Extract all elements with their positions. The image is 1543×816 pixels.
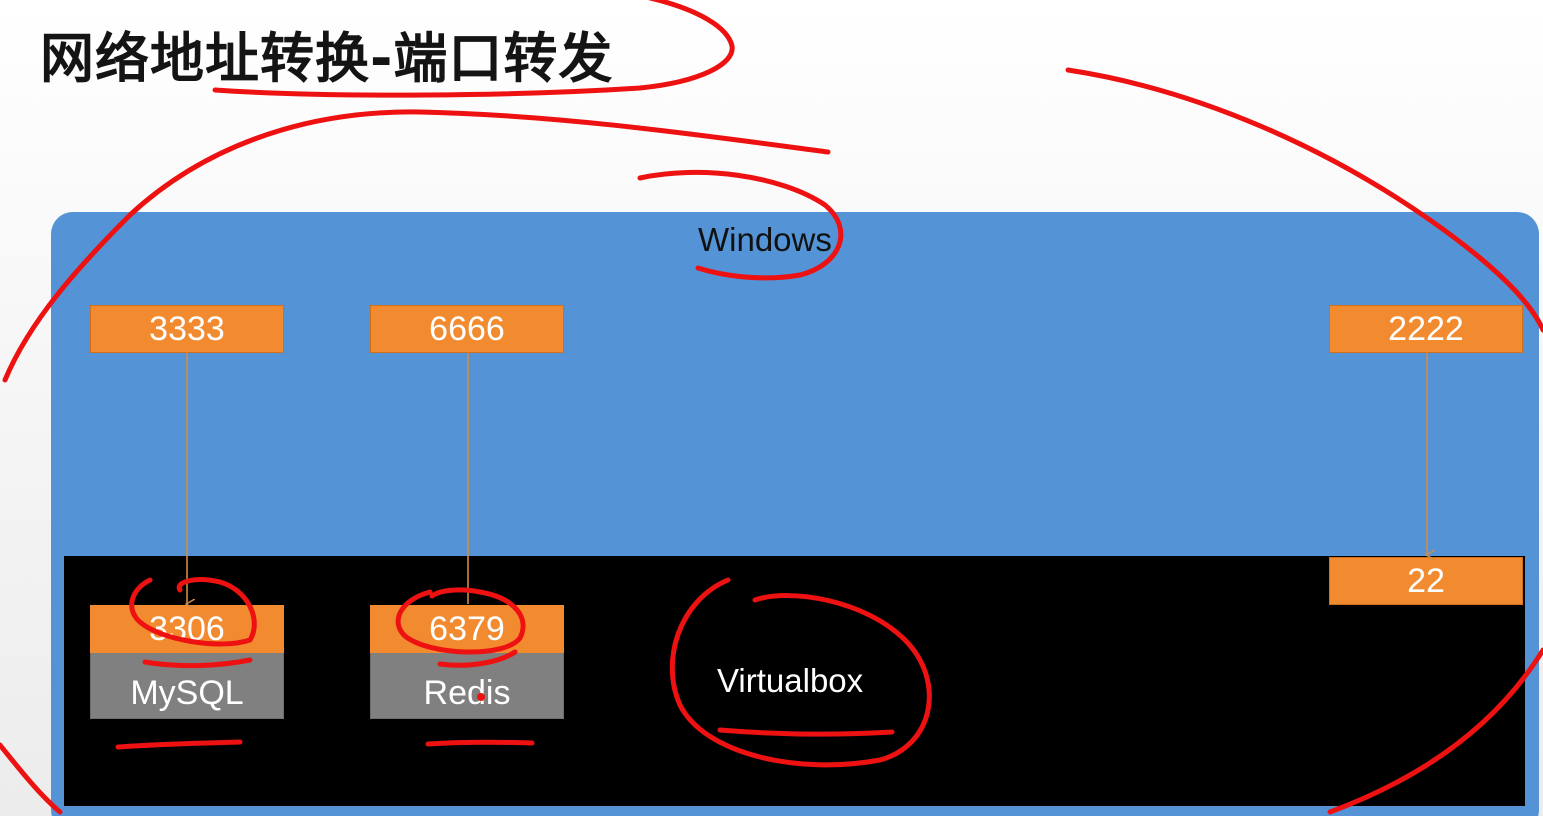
host-port-redis: 6666 bbox=[370, 305, 564, 353]
mysql-label: MySQL bbox=[130, 674, 244, 712]
redis-service-box: 6379 Redis bbox=[370, 605, 564, 719]
host-port-mysql: 3333 bbox=[90, 305, 284, 353]
windows-label: Windows bbox=[698, 221, 832, 258]
host-port-ssh: 2222 bbox=[1329, 305, 1523, 353]
guest-port-mysql: 3306 bbox=[90, 605, 284, 653]
redis-label: Redis bbox=[423, 674, 511, 712]
guest-port-redis: 6379 bbox=[370, 605, 564, 653]
page-title: 网络地址转换-端口转发 bbox=[40, 27, 614, 90]
guest-port-ssh: 22 bbox=[1329, 557, 1523, 605]
virtualbox-label: Virtualbox bbox=[717, 662, 864, 699]
mysql-service-box: 3306 MySQL bbox=[90, 605, 284, 719]
